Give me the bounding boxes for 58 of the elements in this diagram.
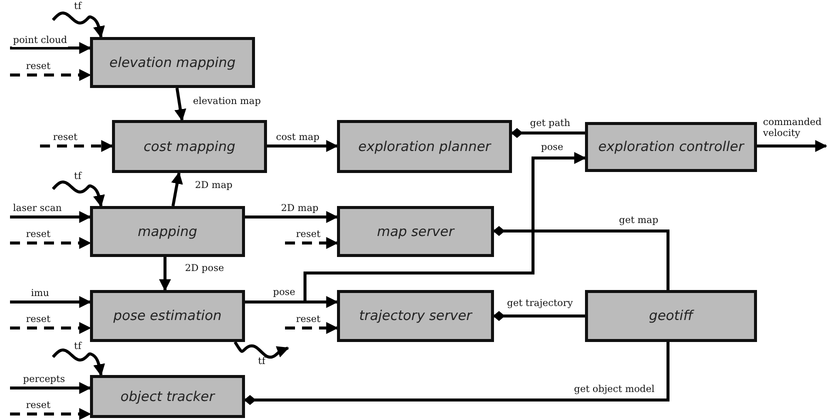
process-label: trajectory server [359,308,472,324]
arrow [40,140,114,152]
arrow [10,382,92,394]
process-box [585,290,757,342]
arrow [10,296,92,308]
arrow [285,237,338,249]
process-label: exploration planner [358,138,491,154]
process-label: object tracker [120,388,215,404]
arrow [10,42,92,54]
arrow [267,140,338,152]
arrow [285,322,338,334]
arrow [171,172,183,206]
edge-label: 2D map [194,181,234,192]
process-label: geotiff [649,308,693,324]
arrow [757,140,827,152]
process-box [90,206,245,257]
process-label: map server [376,224,454,240]
edge-label: get trajectory [506,299,574,310]
process-box [337,120,512,173]
arrow [10,322,92,334]
wavy-arrow [52,12,105,38]
arrow [245,211,338,223]
connector-line [244,342,670,405]
process-label: mapping [138,224,198,240]
process-box [90,375,245,418]
wavy-arrow [234,341,290,359]
process-label: exploration controller [598,139,744,155]
arrow [10,69,92,81]
edge-label: point cloud [12,36,68,47]
edge-label: pose [540,143,564,154]
edge-label: elevation map [192,97,262,108]
wavy-arrow [52,348,106,376]
process-box [585,122,757,172]
wavy-arrow [52,180,105,208]
connector-line [493,311,585,321]
arrow [174,88,186,122]
process-box [337,290,494,342]
edge-label: cost map [275,133,321,144]
edge-label: pose [272,288,296,299]
process-label: elevation mapping [109,54,236,70]
arrow [10,237,92,249]
arrow [159,257,171,292]
process-label: pose estimation [113,308,222,324]
edge-label: percepts [22,375,66,386]
process-box [337,206,494,257]
connector-line [511,128,585,138]
connector-line [493,226,670,290]
process-box [90,290,245,342]
arrow [10,408,92,420]
process-label: cost mapping [144,138,236,154]
arrow [10,211,92,223]
edge-label: 2D pose [184,264,225,275]
edge-label: 2D map [280,204,320,215]
edge-label: get map [618,216,660,227]
edge-label: get path [529,119,572,130]
process-box [112,120,267,173]
process-box [90,37,255,88]
edge-label: get object model [573,385,656,396]
